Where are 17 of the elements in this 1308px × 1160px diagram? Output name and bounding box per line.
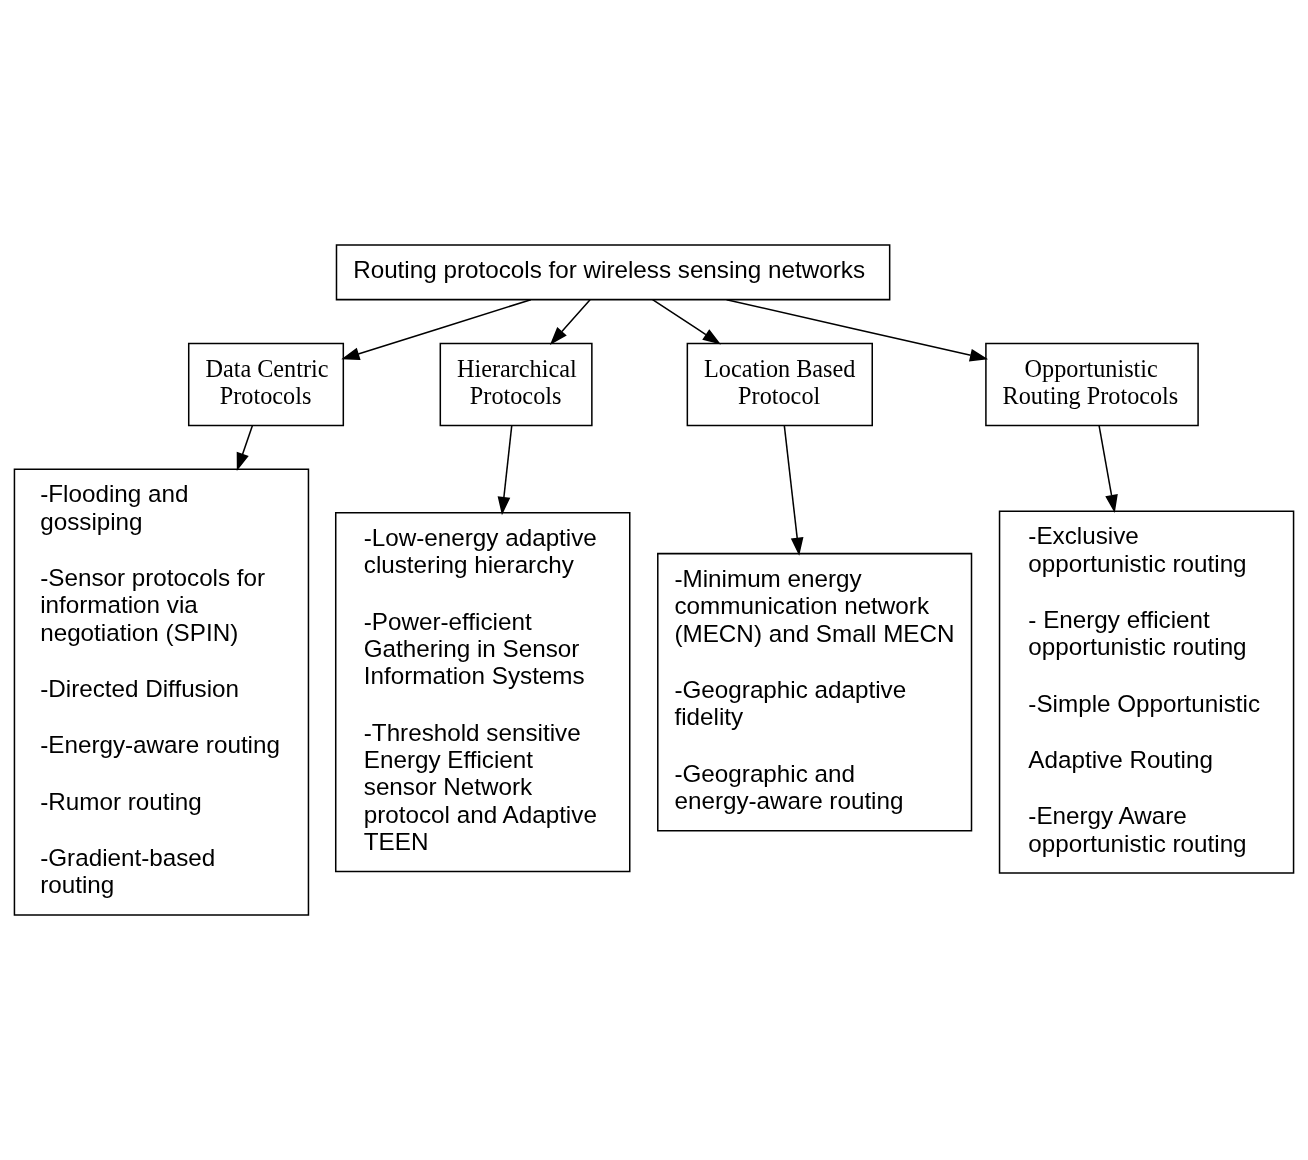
node-box: -Low-energy adaptive clustering hierarchy -Power-efficient Gathering in Sensor Information Systems -Threshold sensitive Energy Efficient sensor Network protocol and Adaptive TEEN — [334, 511, 631, 873]
node-box: -Exclusive opportunistic routing - Energy efficient opportunistic routing -Simple Opportunistic Adaptive Routing -Energy Aware opportunistic routing — [998, 510, 1295, 874]
arrow — [725, 298, 989, 362]
node-box: Data Centric Protocols — [187, 342, 345, 427]
node-box: Hierarchical Protocols — [439, 342, 593, 427]
node-box: Routing protocols for wireless sensing networks — [335, 244, 891, 301]
arrow — [497, 425, 513, 516]
arrow — [236, 425, 254, 472]
arrow — [651, 298, 721, 345]
node-box: Location Based Protocol — [686, 342, 873, 427]
node-box: Opportunistic Routing Protocols — [985, 342, 1199, 427]
node-box: -Flooding and gossiping -Sensor protocols for information via negotiation (SPIN) -Directed Diffusion -Energy-aware routing -Rumor routing -Gradient-based routing — [13, 468, 310, 916]
arrow — [549, 298, 591, 345]
arrow — [341, 298, 532, 360]
node-box: -Minimum energy communication network (MECN) and Small MECN -Geographic adaptive fidelity -Geographic and energy-aware routing — [657, 552, 973, 832]
arrow — [783, 425, 804, 556]
arrow — [1098, 425, 1118, 514]
